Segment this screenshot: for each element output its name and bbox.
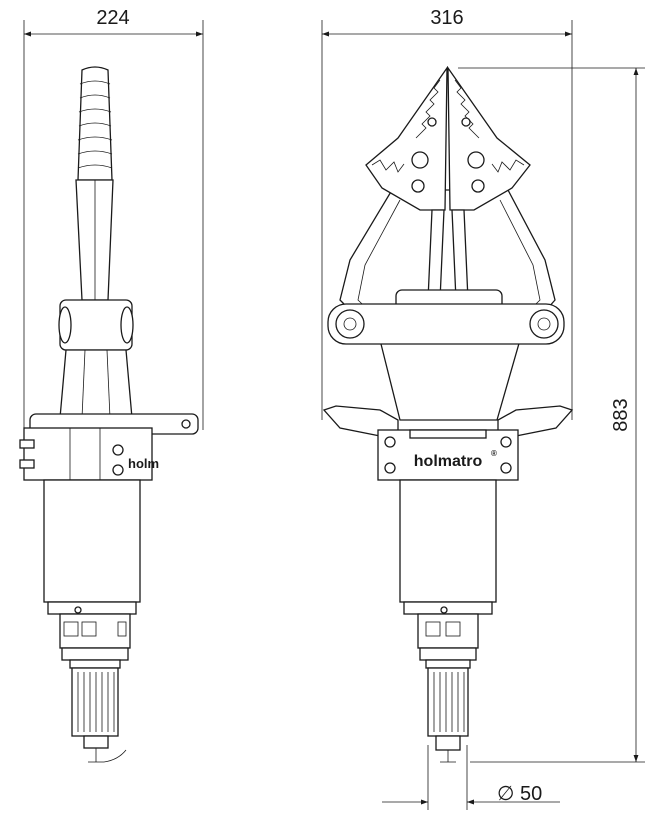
diameter-label: 50: [520, 783, 542, 805]
front-width-label: 316: [430, 7, 463, 29]
front-brand-registered: ®: [491, 449, 497, 458]
dimension-diameter: ∅ 50: [382, 745, 560, 810]
dimension-height: 883: [458, 67, 645, 763]
side-width-label: 224: [96, 7, 129, 29]
dimension-side-width: 224: [23, 7, 204, 440]
diameter-symbol: ∅: [497, 783, 514, 805]
side-view-tool: holm: [19, 66, 199, 763]
front-brand-label: holmatro: [414, 453, 483, 470]
height-label: 883: [610, 398, 632, 431]
side-brand-label: holm: [128, 456, 159, 471]
front-view-tool: holmatro ®: [322, 65, 574, 763]
dimension-front-width: 316: [321, 7, 573, 420]
